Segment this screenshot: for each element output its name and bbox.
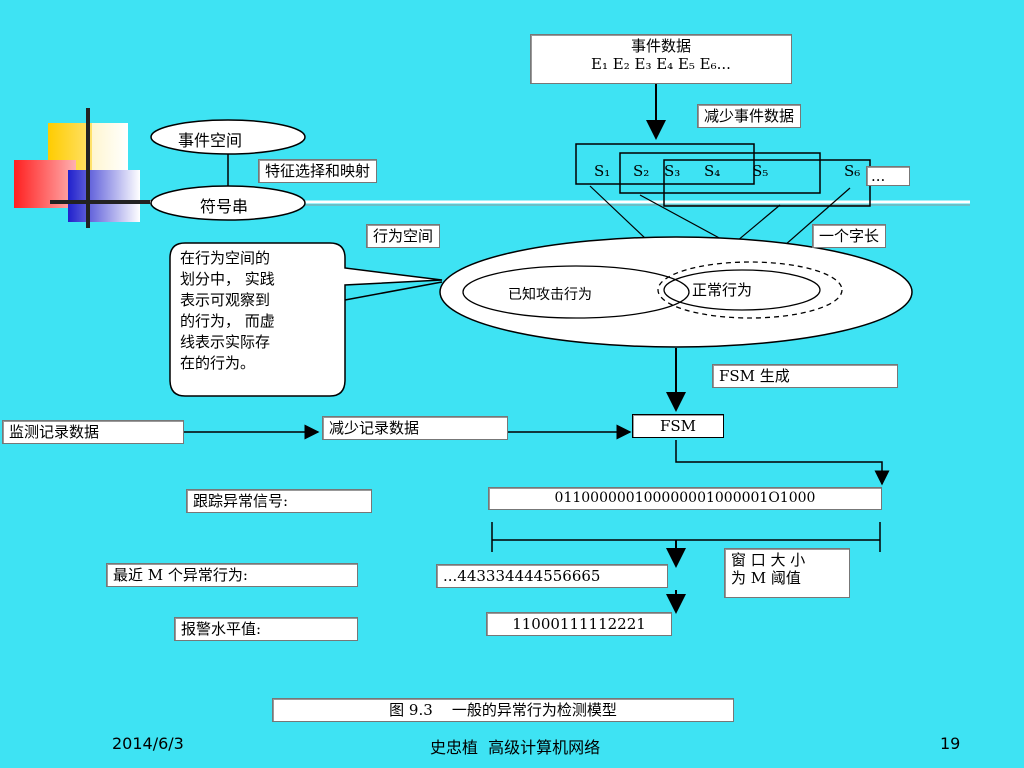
trace-value: 011000000100000001000001O1000 <box>488 487 882 510</box>
callout-text: 在行为空间的 划分中， 实践 表示可观察到 的行为， 而虚 线表示实际存 在的行… <box>180 248 275 374</box>
callout-bubble <box>169 242 443 397</box>
footer-date: 2014/6/3 <box>112 734 184 753</box>
callout-line-3: 表示可观察到 <box>180 291 271 309</box>
callout-line-4: 的行为， 而虚 <box>180 312 275 330</box>
event-data-title: 事件数据 <box>630 37 691 55</box>
window-line-2: 为 M 阈值 <box>731 569 801 587</box>
s4-wrap: S₄ <box>704 162 720 180</box>
word-length-label: 一个字长 <box>812 224 887 248</box>
fsm-box: FSM <box>632 414 724 438</box>
s6-wrap: S₆ <box>844 162 860 180</box>
alarm-value: 11000111112221 <box>486 612 672 636</box>
callout-line-1: 在行为空间的 <box>180 249 271 267</box>
window-label: 窗 口 大 小 为 M 阈值 <box>724 548 850 598</box>
callout-line-6: 在的行为。 <box>180 354 256 372</box>
s2: S₂ <box>633 162 650 180</box>
feature-select-label: 特征选择和映射 <box>258 159 378 183</box>
normal-behavior-label: 正常行为 <box>692 281 753 299</box>
s3: S₃ <box>664 162 681 180</box>
known-attack-label: 已知攻击行为 <box>508 287 592 303</box>
event-data-box: 事件数据 E₁ E₂ E₃ E₄ E₅ E₆... <box>530 34 792 84</box>
reduce-event-data-label: 减少事件数据 <box>697 104 802 128</box>
window-line-1: 窗 口 大 小 <box>731 551 806 569</box>
s-sequence: S₁ <box>594 162 610 180</box>
event-space-label: 事件空间 <box>178 131 243 150</box>
symbol-string-ellipse <box>150 185 306 221</box>
callout-line-2: 划分中， 实践 <box>180 270 275 288</box>
symbol-string-label: 符号串 <box>200 197 249 216</box>
behavior-space-ellipse <box>439 236 913 348</box>
page-number: 19 <box>940 734 961 753</box>
callout-line-5: 线表示实际存 <box>180 333 271 351</box>
s6: S₆ <box>844 162 861 180</box>
recent-value: ...443334444556665 <box>436 564 668 588</box>
logo-decoration <box>14 108 160 228</box>
s5: S₅ <box>752 162 769 180</box>
trace-label: 跟踪异常信号: <box>186 489 372 513</box>
alarm-label: 报警水平值: <box>174 617 358 641</box>
recent-label: 最近 M 个异常行为: <box>106 563 358 587</box>
s-ellipsis: ... <box>866 166 910 186</box>
s2-wrap: S₂ <box>633 162 649 180</box>
reduce-record-data-box: 减少记录数据 <box>322 416 508 440</box>
monitor-data-box: 监测记录数据 <box>2 420 184 444</box>
fsm-generate-label: FSM 生成 <box>712 364 898 388</box>
s4: S₄ <box>704 162 721 180</box>
s1: S₁ <box>594 162 611 180</box>
s5-wrap: S₅ <box>752 162 768 180</box>
s3-wrap: S₃ <box>664 162 680 180</box>
figure-caption: 图 9.3 一般的异常行为检测模型 <box>272 698 734 722</box>
footer-author-title: 史忠植 高级计算机网络 <box>430 738 601 757</box>
behavior-space-label: 行为空间 <box>366 224 441 248</box>
event-data-items: E₁ E₂ E₃ E₄ E₅ E₆... <box>591 55 731 73</box>
